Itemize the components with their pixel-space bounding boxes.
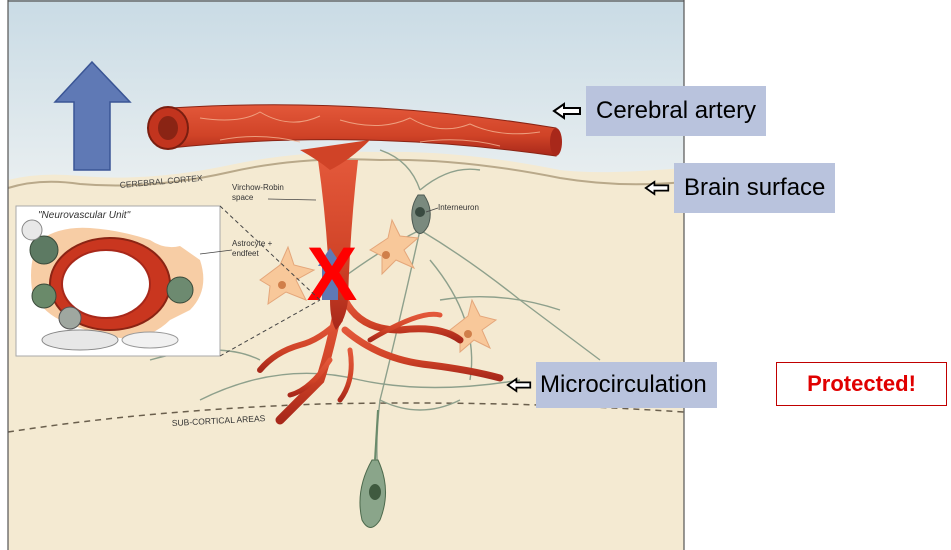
neurovascular-unit-label: "Neurovascular Unit"	[38, 210, 131, 221]
brain-surface-label: Brain surface	[674, 163, 835, 213]
left-arrow-icon	[644, 178, 670, 198]
microcirculation-label: Microcirculation	[536, 362, 717, 408]
astrocyte-label-2: endfeet	[232, 249, 259, 258]
blocked-mark: X	[307, 232, 358, 317]
virchow-robin-label-1: Virchow-Robin	[232, 183, 284, 192]
callout-brain-surface: Brain surface	[644, 163, 835, 213]
interneuron-label: Interneuron	[438, 203, 479, 212]
left-arrow-icon	[506, 375, 532, 395]
left-arrow-icon	[552, 101, 582, 121]
protected-badge: Protected!	[776, 362, 947, 406]
callout-microcirculation: Microcirculation	[506, 362, 717, 408]
interneuron-nucleus	[415, 207, 425, 217]
virchow-robin-label-2: space	[232, 193, 254, 202]
cerebral-artery-label: Cerebral artery	[586, 86, 766, 136]
astrocyte-label-1: Astrocyte +	[232, 239, 273, 248]
lower-neuron-nucleus	[369, 484, 381, 500]
callout-cerebral-artery: Cerebral artery	[552, 86, 766, 136]
artery-lumen	[158, 116, 178, 140]
